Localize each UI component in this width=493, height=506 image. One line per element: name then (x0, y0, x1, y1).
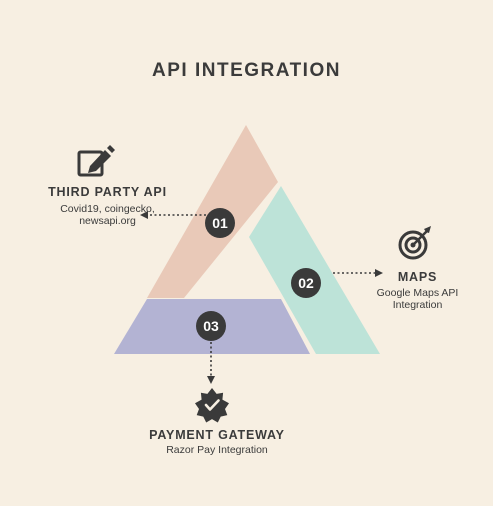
badge-01-number: 01 (212, 215, 228, 231)
step-heading: THIRD PARTY API (48, 185, 167, 199)
step-third-party-api: THIRD PARTY API Covid19, coingecko, news… (20, 185, 195, 227)
verified-badge-icon (195, 388, 229, 423)
step-heading: PAYMENT GATEWAY (149, 428, 285, 442)
step-description: Razor Pay Integration (166, 444, 268, 456)
segment-maps (249, 186, 380, 354)
edit-icon (77, 145, 115, 177)
badge-02-number: 02 (298, 275, 314, 291)
page-title: API INTEGRATION (152, 60, 341, 81)
step-description: Covid19, coingecko, newsapi.org (60, 203, 155, 227)
badge-03-number: 03 (203, 318, 219, 334)
badge-02: 02 (291, 268, 321, 298)
badge-01: 01 (205, 208, 235, 238)
arrow-01 (140, 211, 148, 219)
step-heading: MAPS (397, 270, 438, 284)
target-icon (398, 226, 431, 260)
step-payment-gateway: PAYMENT GATEWAY Razor Pay Integration (117, 428, 317, 456)
step-description: Google Maps API Integration (376, 287, 459, 311)
arrow-03 (207, 376, 215, 384)
badge-03: 03 (196, 311, 226, 341)
step-maps: MAPS Google Maps API Integration (360, 270, 475, 311)
arrow-02 (375, 269, 383, 277)
